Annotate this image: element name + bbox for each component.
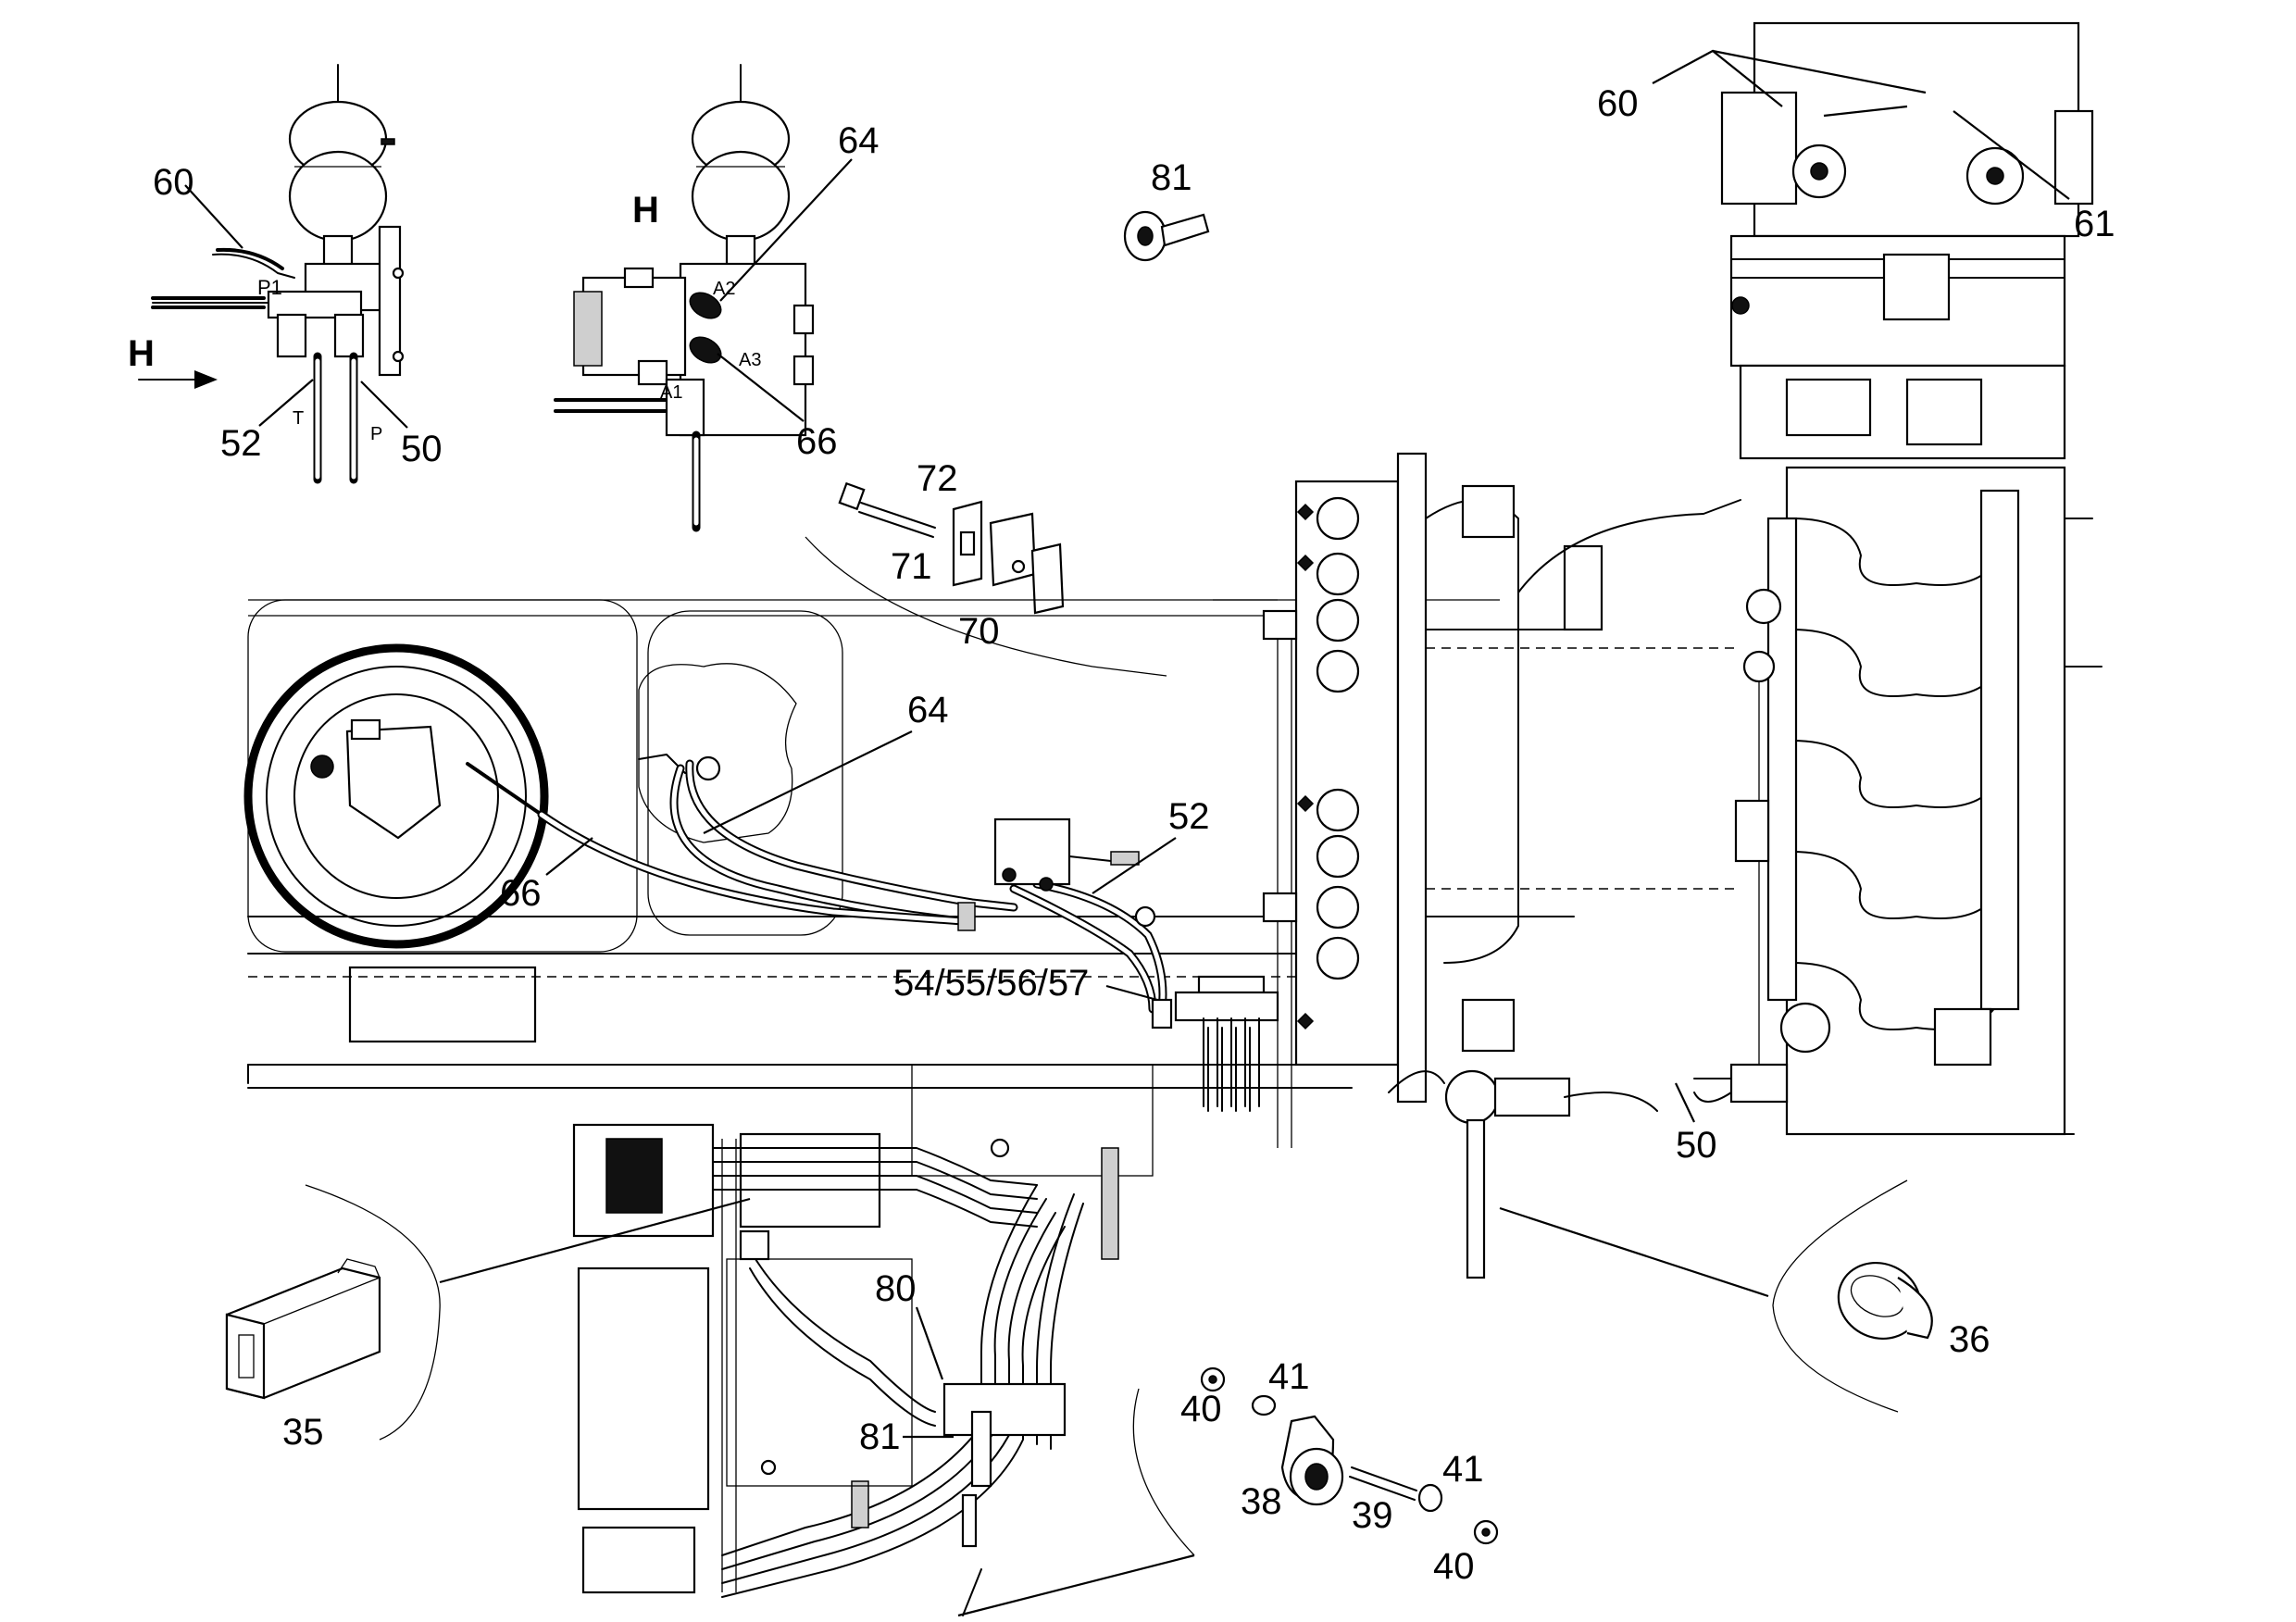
callout-64-main: 64	[907, 690, 949, 730]
accumulator-detail-view-h	[554, 64, 815, 532]
view-direction-arrow	[138, 370, 218, 389]
callout-52-detail: 52	[220, 423, 262, 464]
callout-71: 71	[891, 546, 932, 587]
chassis-frame	[247, 599, 1760, 1592]
port-label-t: T	[293, 408, 304, 429]
callout-66-detail: 66	[796, 421, 838, 462]
callout-66-main: 66	[500, 873, 542, 914]
bolt-72	[838, 481, 936, 538]
callout-72: 72	[917, 458, 958, 499]
callout-40-a: 40	[1180, 1389, 1222, 1429]
drum-assembly	[243, 643, 549, 949]
fastener-group	[957, 1366, 1499, 1617]
tank-body	[638, 663, 797, 843]
pump-unit	[1388, 1069, 1658, 1279]
callout-36: 36	[1949, 1319, 1990, 1360]
callout-64-detail: 64	[838, 120, 880, 161]
engine-block	[1693, 21, 2103, 1136]
valve-block	[1262, 452, 1428, 1104]
callout-40-b: 40	[1433, 1546, 1475, 1587]
callout-38: 38	[1241, 1481, 1282, 1522]
accumulator-detail-left	[151, 64, 405, 484]
grommet-81-top	[1123, 210, 1210, 262]
callout-50-main: 50	[1676, 1125, 1717, 1166]
callout-35: 35	[282, 1412, 324, 1453]
callout-60-main: 60	[1597, 83, 1639, 124]
callout-52-main: 52	[1168, 796, 1210, 837]
callout-41-a: 41	[1268, 1356, 1310, 1397]
callout-60-detail: 60	[153, 162, 194, 203]
callout-50-detail: 50	[401, 429, 443, 469]
callout-81-top: 81	[1151, 157, 1192, 198]
callout-70: 70	[958, 611, 1000, 652]
wiring-harness	[572, 1123, 1119, 1616]
clamp-block-70	[989, 512, 1065, 615]
port-label-a3: A3	[739, 350, 761, 370]
cooler-tank	[1425, 484, 1741, 1053]
callout-41-b: 41	[1442, 1449, 1484, 1490]
port-label-p1: P1	[257, 276, 282, 299]
callout-61: 61	[2074, 204, 2115, 244]
port-label-a1: A1	[660, 382, 682, 403]
plate-71	[952, 500, 983, 587]
port-label-p: P	[370, 424, 382, 444]
callout-80: 80	[875, 1268, 917, 1309]
port-label-a2: A2	[713, 279, 735, 299]
callout-81-bottom: 81	[859, 1416, 901, 1457]
callout-39: 39	[1352, 1495, 1393, 1536]
callout-54-57: 54/55/56/57	[893, 963, 1089, 1004]
distribution-manifold	[1151, 975, 1279, 1112]
hydraulic-hoses	[537, 759, 1167, 1014]
grommet-36	[1499, 1179, 1933, 1413]
view-label-h-arrow: H	[128, 333, 155, 374]
view-label-h: H	[632, 190, 659, 231]
connector-35	[225, 1184, 751, 1441]
